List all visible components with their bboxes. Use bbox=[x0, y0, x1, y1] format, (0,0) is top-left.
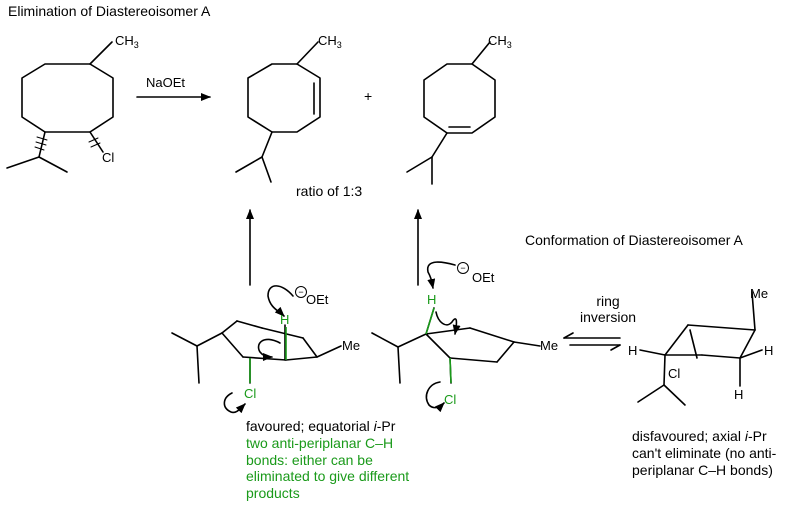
h-label-inverted-left: H bbox=[628, 343, 638, 358]
favoured-explanation: two anti-periplanar C–H bonds: either ca… bbox=[246, 435, 410, 501]
product-1 bbox=[235, 41, 321, 183]
cl-label-left: Cl bbox=[244, 386, 257, 401]
charge-minus-right: − bbox=[457, 262, 469, 274]
me-label-right: Me bbox=[540, 338, 559, 353]
ch3-label-product-2: CH3 bbox=[488, 33, 512, 50]
ch3-label-product-1: CH3 bbox=[318, 33, 342, 50]
equilibrium-top-barb bbox=[563, 332, 574, 339]
curly-arrow-base-left bbox=[267, 285, 294, 317]
curly-arrow-base-right bbox=[427, 261, 456, 289]
starting-material bbox=[6, 41, 114, 173]
curly-arrow-ch-right bbox=[435, 311, 461, 335]
cl-label-start: Cl bbox=[102, 150, 115, 165]
curly-arrow-ch-left bbox=[257, 338, 281, 361]
h-label-left: H bbox=[280, 312, 290, 327]
ch3-label-start: CH3 bbox=[115, 33, 139, 50]
oet-label-left: OEt bbox=[306, 292, 329, 307]
ring-word: ring bbox=[596, 293, 620, 309]
h-label-right: H bbox=[427, 292, 437, 307]
me-label-inverted: Me bbox=[750, 286, 769, 301]
ratio-label: ratio of 1:3 bbox=[296, 183, 363, 199]
favoured-caption: favoured; equatorial i-Pr bbox=[246, 418, 396, 434]
chair-inverted bbox=[637, 291, 763, 406]
plus-sign: + bbox=[364, 88, 373, 104]
cl-label-right: Cl bbox=[444, 392, 457, 407]
h-label-inverted-bottom: H bbox=[734, 387, 744, 402]
curly-arrow-cl-left bbox=[223, 392, 246, 414]
product-2 bbox=[406, 41, 496, 185]
page-title: Elimination of Diastereoisomer A bbox=[8, 3, 211, 19]
conformation-title: Conformation of Diastereoisomer A bbox=[525, 232, 743, 248]
me-label-left: Me bbox=[342, 338, 361, 353]
oet-label-right: OEt bbox=[472, 270, 495, 285]
reagent-label: NaOEt bbox=[146, 75, 186, 90]
charge-minus-left: − bbox=[295, 286, 307, 298]
inversion-word: inversion bbox=[579, 309, 637, 325]
h-label-inverted-right: H bbox=[764, 343, 774, 358]
cl-label-inverted: Cl bbox=[668, 366, 681, 381]
curly-arrow-cl-right bbox=[425, 381, 445, 413]
anti-periplanar-bonds bbox=[249, 307, 452, 384]
ring-inversion-label: ring inversion bbox=[578, 293, 638, 325]
equilibrium-bottom-barb bbox=[610, 344, 621, 351]
disfavoured-caption: disfavoured; axial i-Pr can't eliminate … bbox=[632, 428, 777, 478]
chair-left bbox=[171, 320, 342, 384]
